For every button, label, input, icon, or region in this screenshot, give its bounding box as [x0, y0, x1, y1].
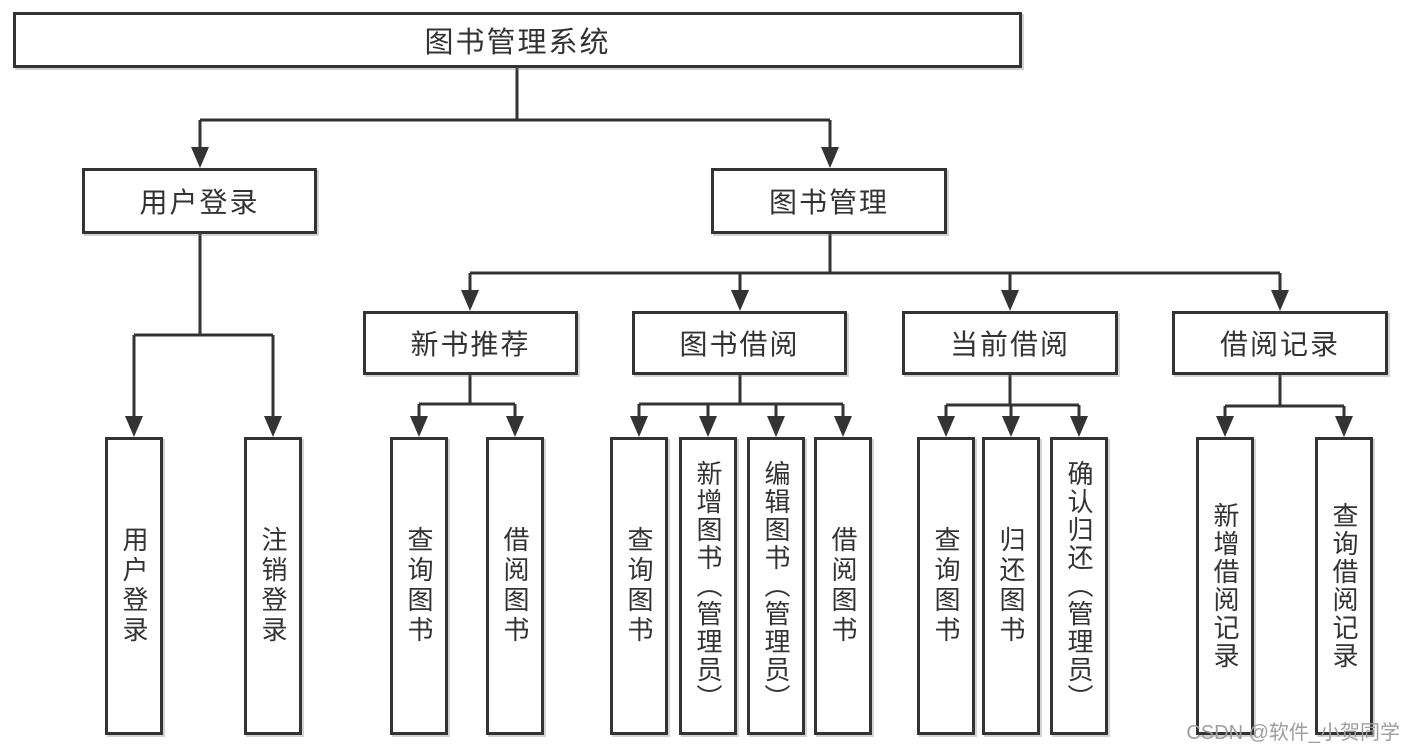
arrowhead-icon	[731, 290, 749, 311]
leaf-bb-query-books: 查询图书	[610, 437, 668, 735]
arrowhead-icon	[191, 147, 209, 168]
leaf-br-add-record: 新增借阅记录	[1196, 437, 1254, 735]
arrowhead-icon	[461, 290, 479, 311]
leaf-rec-borrow-books: 借阅图书	[486, 437, 544, 735]
arrowhead-icon	[767, 416, 785, 437]
connector-line	[637, 375, 845, 418]
node-book-mgmt: 图书管理	[711, 168, 947, 234]
arrowhead-icon	[834, 416, 852, 437]
leaf-logout: 注销登录	[244, 437, 302, 735]
arrowhead-icon	[630, 416, 648, 437]
arrowhead-icon	[125, 416, 143, 437]
leaf-rec-borrow-books-label: 借阅图书	[500, 526, 530, 646]
node-user-login-label: 用户登录	[139, 187, 260, 218]
arrowhead-icon	[1002, 416, 1020, 437]
node-borrow-records-label: 借阅记录	[1219, 329, 1340, 360]
arrowhead-icon	[1271, 290, 1289, 311]
leaf-cb-return-books-label: 归还图书	[996, 526, 1026, 646]
leaf-cb-confirm-return-label: 确认归还（管理员）	[1064, 460, 1094, 712]
connector-borrow-records-to-leaves	[1216, 375, 1353, 437]
leaf-user-login: 用户登录	[105, 437, 163, 735]
arrowhead-icon	[264, 416, 282, 437]
arrowhead-icon	[821, 147, 839, 168]
arrowhead-icon	[410, 416, 428, 437]
connector-new-book-rec-to-leaves	[410, 375, 524, 437]
leaf-bb-edit-books-label: 编辑图书（管理员）	[761, 460, 791, 712]
node-root-label: 图书管理系统	[424, 27, 611, 59]
leaf-bb-add-books: 新增图书（管理员）	[679, 437, 737, 735]
arrowhead-icon	[1216, 416, 1234, 437]
node-book-borrow: 图书借阅	[632, 311, 847, 375]
connector-line	[417, 375, 517, 418]
connector-current-borrow-to-leaves	[937, 375, 1088, 437]
node-book-borrow-label: 图书借阅	[679, 329, 800, 360]
connector-line	[198, 68, 832, 150]
leaf-cb-confirm-return: 确认归还（管理员）	[1050, 437, 1108, 735]
node-book-mgmt-label: 图书管理	[768, 187, 889, 218]
leaf-br-add-record-label: 新增借阅记录	[1210, 502, 1240, 670]
leaf-bb-query-books-label: 查询图书	[624, 526, 654, 646]
arrowhead-icon	[1070, 416, 1088, 437]
connector-line	[132, 234, 275, 419]
arrowhead-icon	[506, 416, 524, 437]
arrowhead-icon	[699, 416, 717, 437]
connector-book-mgmt-to-level3	[461, 234, 1289, 311]
leaf-bb-borrow-books-label: 借阅图书	[828, 526, 858, 646]
leaf-logout-label: 注销登录	[258, 526, 288, 646]
leaf-cb-return-books: 归还图书	[982, 437, 1040, 735]
leaf-user-login-label: 用户登录	[119, 526, 149, 646]
leaf-bb-add-books-label: 新增图书（管理员）	[693, 460, 723, 712]
leaf-rec-query-books: 查询图书	[390, 437, 448, 735]
leaf-cb-query-books: 查询图书	[917, 437, 975, 735]
leaf-bb-edit-books: 编辑图书（管理员）	[747, 437, 805, 735]
node-user-login: 用户登录	[82, 168, 317, 234]
connector-line	[468, 234, 1282, 292]
csdn-watermark: CSDN @软件_小贺同学	[1186, 722, 1400, 744]
arrowhead-icon	[937, 416, 955, 437]
node-current-borrow: 当前借阅	[902, 311, 1118, 375]
connector-user-login-to-leaves	[125, 234, 282, 437]
leaf-cb-query-books-label: 查询图书	[931, 526, 961, 646]
leaf-rec-query-books-label: 查询图书	[404, 526, 434, 646]
node-new-book-rec: 新书推荐	[363, 311, 578, 375]
node-new-book-rec-label: 新书推荐	[410, 329, 531, 360]
connector-line	[1223, 375, 1346, 418]
leaf-br-query-record: 查询借阅记录	[1315, 437, 1373, 735]
connector-line	[944, 375, 1081, 418]
node-current-borrow-label: 当前借阅	[949, 329, 1070, 360]
arrowhead-icon	[1335, 416, 1353, 437]
leaf-br-query-record-label: 查询借阅记录	[1329, 502, 1359, 670]
connector-root-to-level2	[191, 68, 839, 168]
node-borrow-records: 借阅记录	[1172, 311, 1388, 375]
leaf-bb-borrow-books: 借阅图书	[814, 437, 872, 735]
connector-book-borrow-to-leaves	[630, 375, 852, 437]
node-root: 图书管理系统	[13, 12, 1022, 68]
arrowhead-icon	[1001, 290, 1019, 311]
